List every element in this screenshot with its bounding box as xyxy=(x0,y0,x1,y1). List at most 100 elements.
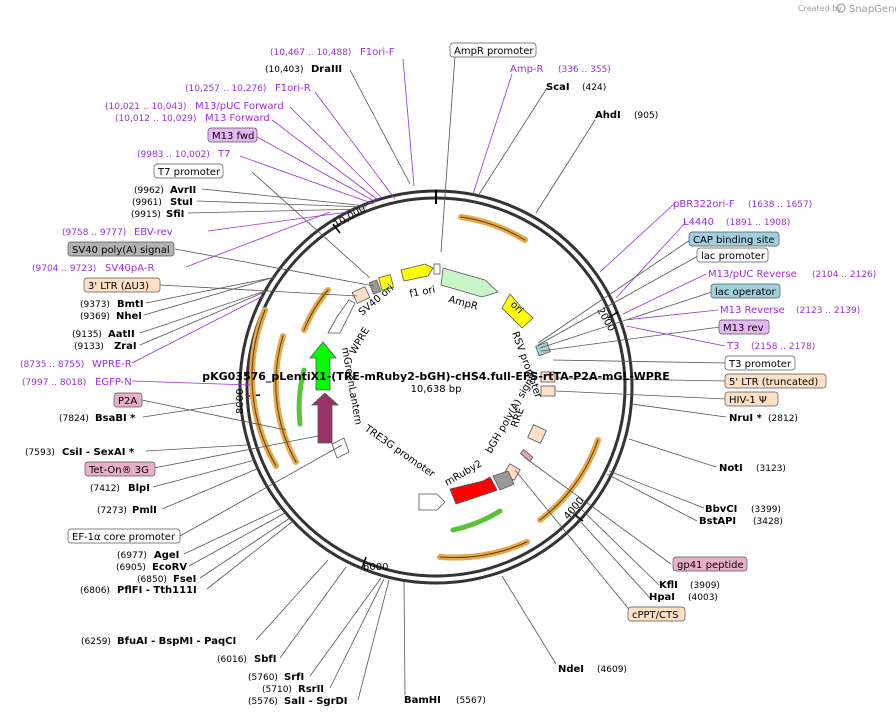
hiv-psi-box: HIV-1 Ψ xyxy=(729,395,767,406)
tre3g-feature xyxy=(418,493,446,511)
tre3g-label: TRE3G promoter xyxy=(361,423,437,481)
pbr322ori-f-range: (1638 .. 1657) xyxy=(748,200,812,210)
ndei-num: (4609) xyxy=(597,665,627,675)
kfli-num: (3909) xyxy=(690,581,720,591)
wpre-r-name: WPRE-R xyxy=(92,359,132,370)
plasmid-name: pKG03576_pLentiX1-(TRE-mRuby2-bGH)-cHS4.… xyxy=(202,370,670,383)
bbvci-name: BbvCI xyxy=(705,504,737,515)
bgh-polya-feature xyxy=(492,470,515,491)
lac-promoter-box: lac promoter xyxy=(701,251,766,262)
gp41-box: gp41 peptide xyxy=(677,560,744,571)
sv40pa-r-name: SV40pA-R xyxy=(105,263,154,274)
orf-arcs xyxy=(249,214,601,561)
bfuai-name: BfuAI - BspMI - PaqCI xyxy=(117,636,236,647)
bfuai-num: (6259) xyxy=(81,637,111,647)
sfii-name: SfiI xyxy=(166,209,184,220)
blpi-num: (7412) xyxy=(90,484,120,494)
m13puc-rev-range: (2104 .. 2126) xyxy=(812,270,876,280)
hpai-num: (4003) xyxy=(688,593,718,603)
bbvci-num: (3399) xyxy=(751,505,781,515)
t7-promoter-box: T7 promoter xyxy=(157,167,221,178)
m13puc-fwd-name: M13/pUC Forward xyxy=(195,101,284,112)
ori-feature xyxy=(501,293,534,329)
kfli-name: KflI xyxy=(659,580,678,591)
ahdi-name: AhdI xyxy=(595,110,621,121)
sv40pa-feature xyxy=(368,279,382,295)
aatii-num: (9135) xyxy=(72,330,102,340)
m13-rev-box: M13 rev xyxy=(723,323,764,334)
avrii-num: (9962) xyxy=(134,186,164,196)
sali-name: SalI - SgrDI xyxy=(284,696,348,707)
brand-name: SnapGene xyxy=(849,4,896,15)
draiii-num: (10,403) xyxy=(265,65,304,75)
hiv-psi-feature xyxy=(540,385,556,397)
noti-name: NotI xyxy=(719,463,743,474)
right-labels: AmpR promoter Amp-R (336 .. 355) ScaI (4… xyxy=(404,42,876,706)
mruby2-feature xyxy=(449,476,498,505)
nrui-num: (2812) xyxy=(768,414,798,424)
pmli-num: (7273) xyxy=(97,506,127,516)
mgl-feature xyxy=(309,341,337,391)
t7-name: T7 xyxy=(217,149,230,160)
hpai-name: HpaI xyxy=(649,592,675,603)
ahdi-num: (905) xyxy=(634,111,658,121)
left-labels: (10,467 .. 10,488) F1ori-F (10,403) DraI… xyxy=(20,47,395,707)
ebv-rev-range: (9758 .. 9777) xyxy=(62,228,126,238)
t3-name: T3 xyxy=(726,341,739,352)
rre-feature xyxy=(527,424,547,444)
stui-num: (9961) xyxy=(132,198,162,208)
snapgene-logo-icon xyxy=(836,3,846,13)
avrii-name: AvrII xyxy=(170,185,196,196)
ltr5-box: 5' LTR (truncated) xyxy=(729,377,818,388)
t3-range: (2158 .. 2178) xyxy=(751,342,815,352)
l4440-range: (1891 .. 1908) xyxy=(726,218,790,228)
ltr3-box: 3' LTR (ΔU3) xyxy=(88,281,149,292)
aatii-name: AatII xyxy=(108,329,135,340)
stui-name: StuI xyxy=(170,197,193,208)
ecorv-num: (6905) xyxy=(116,563,146,573)
sv40ori-feature xyxy=(378,274,395,291)
f1ori-f-range: (10,467 .. 10,488) xyxy=(270,48,351,58)
pflfi-num: (6806) xyxy=(80,586,110,596)
bamhi-num: (5567) xyxy=(456,696,486,706)
noti-num: (3123) xyxy=(756,464,786,474)
leader-lines-right xyxy=(403,55,727,696)
srfi-num: (5760) xyxy=(248,673,278,683)
bstapi-num: (3428) xyxy=(753,517,783,527)
m13-reverse-range: (2123 .. 2139) xyxy=(796,306,860,316)
sali-num: (5576) xyxy=(248,697,278,707)
ltr5-feature xyxy=(540,371,556,383)
egfp-n-range: (7997 .. 8018) xyxy=(22,378,86,388)
sbfi-name: SbfI xyxy=(254,654,276,665)
sv40-polya-box: SV40 poly(A) signal xyxy=(72,245,170,256)
agei-num: (6977) xyxy=(117,551,147,561)
pbr322ori-f-name: pBR322ori-F xyxy=(673,199,735,210)
zrai-num: (9133) xyxy=(74,342,104,352)
pmli-name: PmlI xyxy=(132,505,157,516)
bamhi-name: BamHI xyxy=(404,695,441,706)
bsabi-name: BsaBI * xyxy=(95,413,136,424)
f1ori-f-name: F1ori-F xyxy=(360,47,395,58)
bmti-name: BmtI xyxy=(117,299,144,310)
m13-forward-name: M13 Forward xyxy=(205,113,270,124)
fsei-name: FseI xyxy=(173,574,196,585)
nhei-num: (9369) xyxy=(80,312,110,322)
srfi-name: SrfI xyxy=(284,672,304,683)
cap-binding-box: CAP binding site xyxy=(693,235,775,246)
p2a-box: P2A xyxy=(118,396,137,407)
f1-small-feature xyxy=(433,263,441,275)
tick-label-8000: 8000 xyxy=(235,389,246,414)
lac-operator-feature xyxy=(535,341,551,357)
tick-label-10000: 10,000 xyxy=(332,204,368,231)
f1ori-r-name: F1ori-R xyxy=(275,83,311,94)
egfp-n-name: EGFP-N xyxy=(95,377,132,388)
l4440-name: L4440 xyxy=(683,217,714,228)
mgl-label: mGreenLantern xyxy=(339,347,363,426)
plasmid-length: 10,638 bp xyxy=(411,384,462,395)
ecorv-name: EcoRV xyxy=(152,562,187,573)
f1-ori-feature xyxy=(400,263,434,282)
snapgene-brand: Created by SnapGene xyxy=(798,3,896,15)
m13puc-fwd-range: (10,021 .. 10,043) xyxy=(105,102,186,112)
pflfi-name: PflFI - Tth111I xyxy=(117,585,197,596)
leader-lines-left xyxy=(131,58,415,701)
